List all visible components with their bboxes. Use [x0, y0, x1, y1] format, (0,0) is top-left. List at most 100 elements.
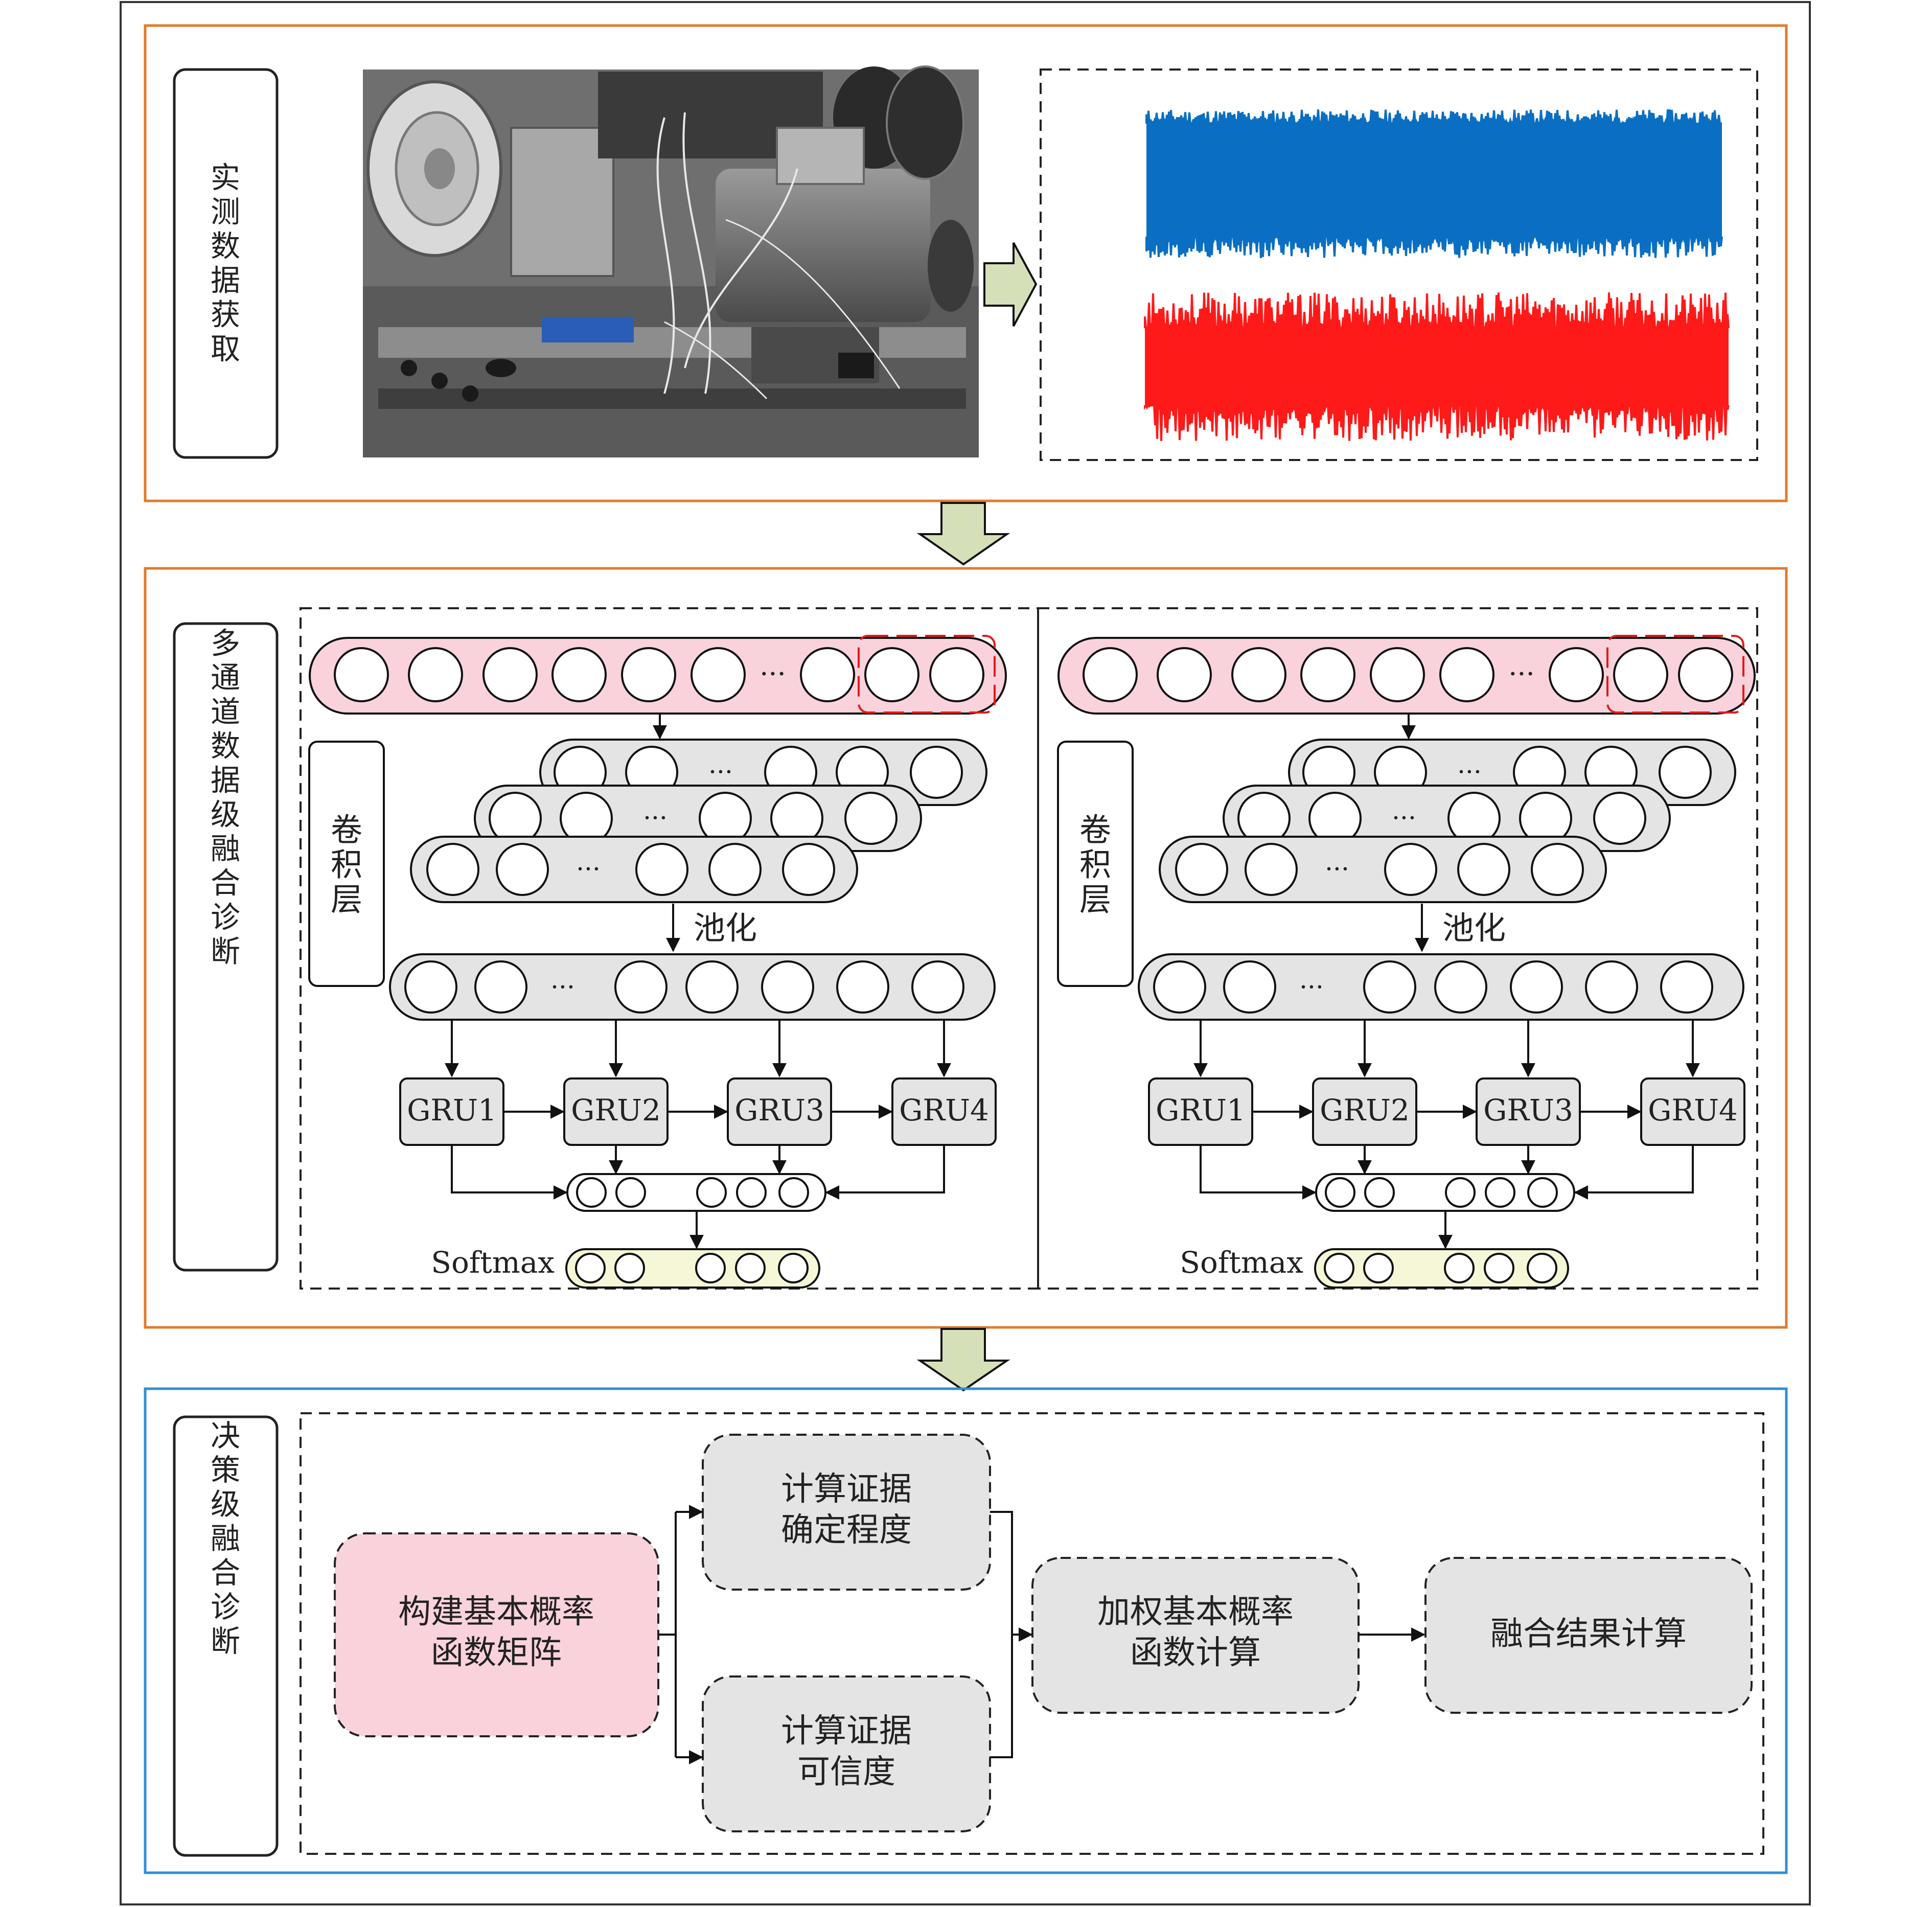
- test-rig-photo: [363, 65, 979, 457]
- neuron-node: [575, 1253, 606, 1283]
- neuron-node: [1527, 1253, 1557, 1283]
- conv-feature-map: ···: [474, 785, 922, 852]
- weighted-bpa-line2: 函数计算: [1130, 1634, 1261, 1672]
- gru-label: GRU2: [1320, 1093, 1410, 1128]
- neuron-node: [635, 843, 688, 896]
- neuron-node: [1527, 1177, 1558, 1208]
- neuron-node: [1678, 647, 1733, 702]
- neuron-node: [551, 647, 607, 702]
- neuron-node: [482, 647, 538, 702]
- neuron-node: [474, 960, 527, 1014]
- gru-label: GRU3: [1483, 1093, 1573, 1128]
- neuron-node: [1245, 843, 1298, 896]
- neuron-node: [1531, 843, 1584, 896]
- conv-layer-label-box: [308, 741, 385, 987]
- gru-label: GRU4: [1648, 1093, 1738, 1128]
- neuron-node: [696, 1177, 727, 1208]
- acquisition-section: [144, 24, 1788, 502]
- neuron-node: [800, 647, 855, 702]
- weighted-bpa-line1: 加权基本概率: [1097, 1593, 1294, 1631]
- neuron-node: [334, 647, 389, 702]
- conv-layer-label: 卷积层: [331, 811, 362, 918]
- neuron-node: [1457, 843, 1510, 896]
- block-arrow-icon: [916, 1328, 1010, 1392]
- credibility-line2: 可信度: [797, 1753, 895, 1791]
- gru-label: GRU4: [899, 1093, 989, 1128]
- neuron-node: [408, 647, 463, 702]
- neuron-node: [1364, 1177, 1395, 1208]
- ellipsis-label: ···: [550, 972, 575, 1002]
- pooling-label: 池化: [1442, 909, 1506, 947]
- neuron-node: [615, 1177, 646, 1208]
- ellipsis-label: ···: [1457, 757, 1482, 787]
- ellipsis-label: ···: [643, 803, 668, 833]
- neuron-node: [1434, 960, 1487, 1014]
- neuron-node: [1363, 960, 1416, 1014]
- signal-panel: [1040, 68, 1758, 461]
- block-arrow-icon: [916, 502, 1010, 566]
- neuron-node: [1363, 1253, 1394, 1283]
- neuron-node: [1384, 843, 1437, 896]
- neuron-node: [929, 647, 984, 702]
- conv-layer-label: 卷积层: [1079, 811, 1111, 918]
- neuron-node: [685, 960, 739, 1014]
- neuron-node: [1223, 960, 1276, 1014]
- softmax-label: Softmax: [431, 1245, 555, 1280]
- neuron-node: [1325, 1177, 1355, 1208]
- certainty-line2: 确定程度: [781, 1511, 912, 1549]
- blue-vibration-signal: [1145, 109, 1723, 258]
- conv-window-highlight: [858, 635, 996, 714]
- gru-label: GRU3: [734, 1093, 824, 1128]
- neuron-node: [1157, 647, 1212, 702]
- gru-label: GRU1: [407, 1093, 497, 1128]
- decision-section: [144, 1387, 1788, 1874]
- data-fusion-label-box: [173, 622, 279, 1272]
- neuron-node: [1231, 647, 1286, 702]
- neuron-node: [778, 1253, 809, 1283]
- decision-label-box: [173, 1415, 279, 1857]
- neuron-node: [691, 647, 746, 702]
- certainty-line1: 计算证据: [781, 1471, 912, 1508]
- neuron-node: [1659, 746, 1712, 799]
- acquisition-label: 实测数据获取: [211, 160, 240, 366]
- acquisition-label-box: [173, 68, 279, 459]
- fusion-result-label: 融合结果计算: [1490, 1615, 1687, 1653]
- bpa-matrix-line2: 函数矩阵: [431, 1634, 562, 1672]
- neuron-node: [614, 1253, 645, 1283]
- credibility-line1: 计算证据: [781, 1712, 912, 1750]
- neuron-node: [844, 792, 898, 845]
- conv-window-highlight: [1606, 635, 1744, 714]
- data-fusion-section: [144, 567, 1788, 1329]
- gru-label: GRU1: [1156, 1093, 1246, 1128]
- neuron-node: [911, 960, 964, 1014]
- neuron-node: [1660, 960, 1713, 1014]
- neuron-node: [1484, 1253, 1514, 1283]
- ellipsis-label: ···: [1325, 854, 1349, 884]
- neuron-node: [864, 647, 919, 702]
- bpa-matrix-line1: 构建基本概率: [398, 1593, 594, 1631]
- decision-label: 决策级融合诊断: [211, 1418, 240, 1659]
- neuron-node: [426, 843, 479, 896]
- neuron-node: [1439, 647, 1494, 702]
- neuron-node: [621, 647, 676, 702]
- decision-connectors: [658, 1505, 1425, 1764]
- neuron-node: [1153, 960, 1206, 1014]
- neuron-node: [1324, 1253, 1354, 1283]
- neuron-node: [1300, 647, 1355, 702]
- flow-arrow: [1200, 1145, 1317, 1200]
- data-fusion-label: 多通道数据级融合诊断: [211, 626, 240, 969]
- ellipsis-label: ···: [576, 854, 601, 884]
- conv-feature-map: ···: [1223, 785, 1671, 852]
- neuron-node: [1613, 647, 1668, 702]
- ellipsis-label: ···: [1299, 972, 1324, 1002]
- conv-feature-map: ···: [410, 836, 858, 903]
- neuron-node: [1593, 792, 1646, 845]
- neuron-node: [735, 1253, 766, 1283]
- neuron-node: [1485, 1177, 1515, 1208]
- ellipsis-label: ···: [760, 658, 786, 690]
- neuron-node: [836, 960, 889, 1014]
- gru-label: GRU2: [571, 1093, 661, 1128]
- flow-arrow: [451, 1145, 568, 1200]
- neuron-node: [1444, 1253, 1475, 1283]
